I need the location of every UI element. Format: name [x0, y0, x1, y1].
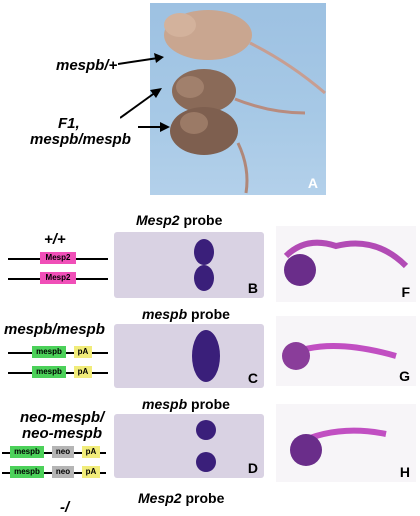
- mouse-top-tail: [249, 41, 326, 95]
- panel-letter-f: F: [401, 284, 410, 300]
- embryo-row3: D: [114, 414, 264, 478]
- box-pa: pA: [82, 446, 100, 458]
- box-mesp2: Mesp2: [40, 272, 76, 284]
- label-mespb-het: mespb/+: [56, 57, 118, 74]
- box-pa: pA: [82, 466, 100, 478]
- panel-a-photo: A: [150, 3, 326, 195]
- skeleton-row3: H: [276, 404, 416, 482]
- box-neo: neo: [52, 466, 74, 478]
- box-pa: pA: [74, 346, 92, 358]
- box-mespb: mespb: [32, 346, 66, 358]
- box-pa: pA: [74, 366, 92, 378]
- panel-letter-c: C: [247, 370, 258, 386]
- box-neo: neo: [52, 446, 74, 458]
- embryo-stain-row1: [194, 239, 214, 291]
- genotype-row2: mespb/mespb: [4, 321, 105, 338]
- genotype-row3-line2: neo-mespb: [22, 425, 103, 442]
- panel-letter-g: G: [399, 368, 410, 384]
- arrow-bottom: [138, 122, 170, 132]
- probe-label-row1: Mesp2 probe: [136, 212, 223, 228]
- embryo-row2: C: [114, 324, 264, 388]
- panel-letter-h: H: [399, 464, 410, 480]
- genotype-row1: +/+: [44, 231, 66, 248]
- panel-letter-b: B: [247, 280, 258, 296]
- genotype-row4: -/: [60, 499, 70, 516]
- arrow-middle: [120, 88, 162, 119]
- box-mespb: mespb: [32, 366, 66, 378]
- probe-label-row2: mespb probe: [142, 306, 230, 322]
- arrow-top: [118, 53, 164, 65]
- skeleton-row1: F: [276, 226, 416, 302]
- embryo-row1: B: [114, 232, 264, 298]
- label-mespb-hom: mespb/mespb: [30, 131, 131, 148]
- panel-letter-d: D: [247, 460, 258, 476]
- mouse-bottom: [170, 107, 238, 155]
- box-mesp2: Mesp2: [40, 252, 76, 264]
- skeleton-row2: G: [276, 316, 416, 386]
- genotype-row3-line1: neo-mespb/: [20, 409, 105, 426]
- mice-illustration: [164, 10, 326, 194]
- probe-label-row4: Mesp2 probe: [138, 490, 225, 506]
- box-mespb: mespb: [10, 466, 44, 478]
- panel-letter-a: A: [307, 175, 318, 191]
- label-f1: F1,: [58, 115, 80, 132]
- box-mespb: mespb: [10, 446, 44, 458]
- probe-label-row3: mespb probe: [142, 396, 230, 412]
